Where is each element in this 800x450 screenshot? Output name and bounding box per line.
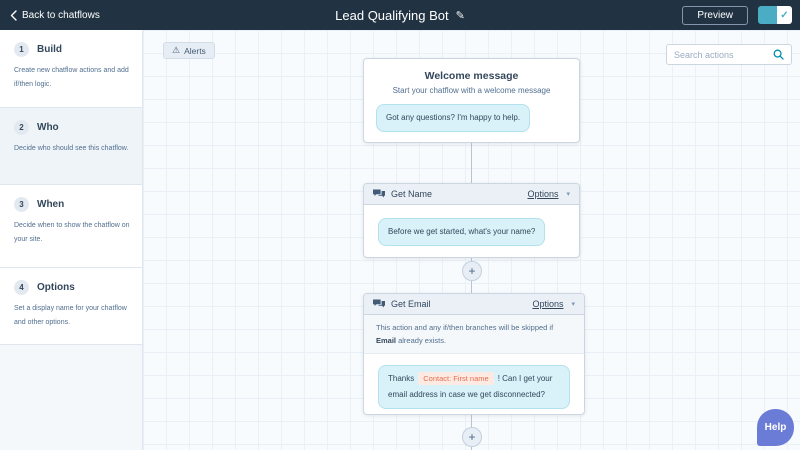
main-area: 1 Build Create new chatflow actions and … — [0, 30, 800, 450]
preview-button[interactable]: Preview — [682, 5, 748, 25]
get-name-chat-bubble[interactable]: Before we get started, what's your name? — [378, 218, 546, 246]
step-description: Decide when to show the chatflow on your… — [14, 222, 130, 243]
search-actions-input[interactable] — [674, 49, 773, 60]
chat-bubbles-icon — [373, 189, 385, 198]
step-number-badge: 2 — [14, 120, 29, 135]
check-icon: ✓ — [780, 9, 789, 21]
step-title: Build — [37, 44, 62, 55]
sidebar-step-when[interactable]: 3 When Decide when to show the chatflow … — [0, 185, 142, 268]
step-description: Set a display name for your chatflow and… — [14, 305, 127, 326]
step-title: When — [37, 199, 65, 210]
page-title: Lead Qualifying Bot — [335, 7, 449, 23]
back-chevron-icon — [10, 9, 17, 21]
chevron-down-icon: ▾ — [566, 191, 570, 198]
chat-bubbles-icon — [373, 299, 385, 308]
note-bold-property: Email — [376, 336, 397, 345]
sidebar-step-build[interactable]: 1 Build Create new chatflow actions and … — [0, 30, 142, 108]
flow-canvas: ⚠ Alerts Welcome message Start your chat… — [143, 30, 800, 450]
steps-sidebar: 1 Build Create new chatflow actions and … — [0, 30, 143, 450]
bubble-text: Thanks — [388, 374, 415, 383]
toggle-track-on — [758, 6, 777, 24]
welcome-card-title: Welcome message — [424, 70, 519, 82]
step-number-badge: 4 — [14, 280, 29, 295]
get-email-card[interactable]: Get Email Options ▾ This action and any … — [363, 293, 585, 415]
step-description: Decide who should see this chatflow. — [14, 145, 129, 152]
note-text: This action and any if/then branches wil… — [376, 323, 554, 332]
edit-title-icon[interactable]: ✎ — [455, 9, 465, 22]
step-number-badge: 3 — [14, 197, 29, 212]
chatflow-title: Lead Qualifying Bot ✎ — [335, 8, 465, 23]
back-to-chatflows-link[interactable]: Back to chatflows — [10, 10, 100, 21]
toggle-knob: ✓ — [777, 6, 792, 24]
plus-icon: + — [468, 264, 476, 278]
help-label: Help — [764, 422, 787, 433]
step-title: Who — [37, 122, 59, 133]
connector-line — [471, 143, 472, 183]
search-actions-box — [666, 44, 792, 65]
chevron-down-icon: ▾ — [571, 301, 575, 308]
add-action-button[interactable]: + — [462, 261, 482, 281]
get-name-card[interactable]: Get Name Options ▾ Before we get started… — [363, 183, 580, 258]
card-title: Get Name — [391, 189, 433, 199]
plus-icon: + — [468, 430, 476, 444]
step-number-badge: 1 — [14, 42, 29, 57]
alerts-button[interactable]: ⚠ Alerts — [163, 42, 215, 59]
sidebar-step-who[interactable]: 2 Who Decide who should see this chatflo… — [0, 108, 142, 185]
card-title: Get Email — [391, 299, 431, 309]
welcome-chat-bubble[interactable]: Got any questions? I'm happy to help. — [376, 104, 531, 132]
warning-icon: ⚠ — [172, 45, 181, 55]
get-name-card-header: Get Name Options ▾ — [364, 184, 579, 205]
publish-toggle[interactable]: ✓ — [758, 6, 792, 24]
back-label: Back to chatflows — [22, 9, 100, 21]
bubble-text: ! Can I get your email address in case w… — [388, 374, 553, 399]
search-icon[interactable] — [773, 49, 784, 60]
add-action-button[interactable]: + — [462, 427, 482, 447]
welcome-card-subtitle: Start your chatflow with a welcome messa… — [392, 86, 551, 95]
options-dropdown[interactable]: Options — [532, 299, 564, 309]
note-text: already exists. — [396, 336, 447, 345]
topbar-actions: Preview ✓ — [682, 5, 792, 25]
step-description: Create new chatflow actions and add if/t… — [14, 67, 129, 88]
personalization-token[interactable]: Contact: First name — [418, 372, 494, 385]
sidebar-filler — [0, 345, 142, 450]
help-button[interactable]: Help — [757, 409, 794, 446]
alerts-label: Alerts — [184, 45, 206, 56]
welcome-message-card[interactable]: Welcome message Start your chatflow with… — [363, 58, 580, 143]
get-email-card-header: Get Email Options ▾ — [364, 294, 584, 315]
step-title: Options — [37, 282, 75, 293]
topbar: Back to chatflows Lead Qualifying Bot ✎ … — [0, 0, 800, 30]
skip-condition-note: This action and any if/then branches wil… — [364, 315, 584, 354]
options-dropdown[interactable]: Options — [527, 189, 559, 199]
sidebar-step-options[interactable]: 4 Options Set a display name for your ch… — [0, 268, 142, 345]
